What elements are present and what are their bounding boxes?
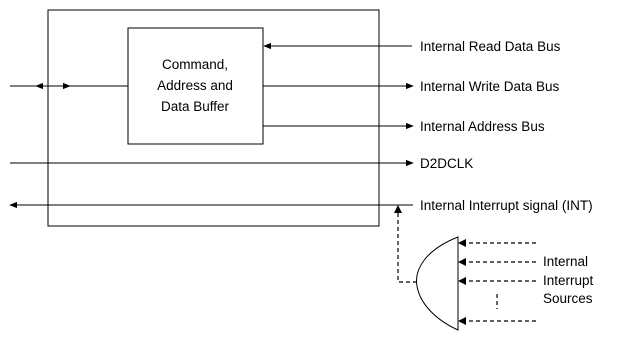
buffer-label-line2: Address and — [157, 78, 233, 93]
buffer-label-line1: Command, — [162, 57, 228, 72]
buffer-block — [127, 27, 264, 145]
or-gate-output-dashed — [397, 206, 417, 283]
read-bus-label: Internal Read Data Bus — [420, 39, 561, 54]
sources-label-line1: Internal — [543, 254, 588, 269]
buffer-label-line3: Data Buffer — [161, 99, 230, 114]
or-gate — [416, 236, 459, 331]
address-bus-label: Internal Address Bus — [420, 119, 545, 134]
sources-label-line2: Interrupt — [543, 273, 594, 288]
clock-label: D2DCLK — [420, 156, 473, 171]
or-gate-output-arrowhead — [394, 205, 402, 213]
interrupt-label: Internal Interrupt signal (INT) — [420, 198, 593, 213]
sources-label-line3: Sources — [543, 291, 593, 306]
write-bus-label: Internal Write Data Bus — [420, 79, 560, 94]
